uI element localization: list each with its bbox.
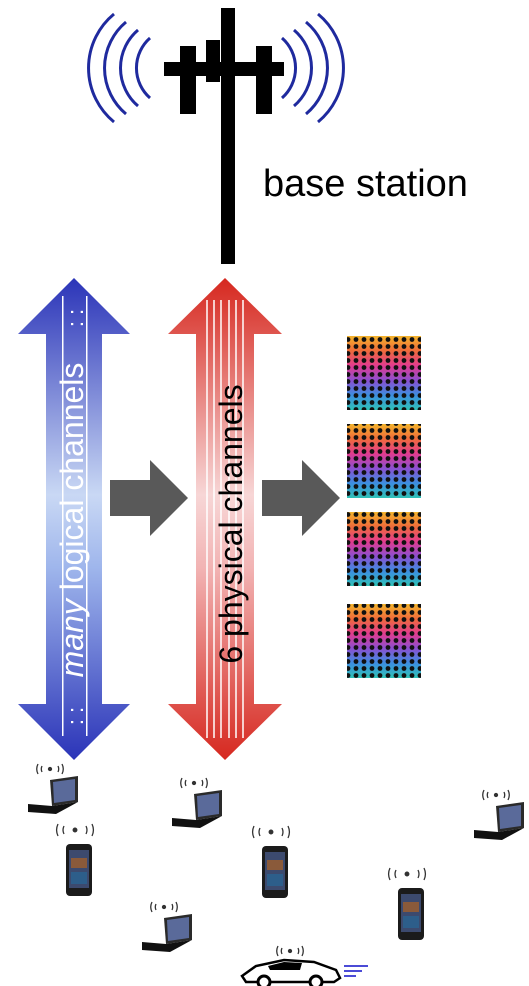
- wifi-signal-icon: [388, 867, 426, 881]
- physical-channel-lines: [206, 300, 244, 738]
- wifi-signal-icon: [180, 777, 208, 789]
- wireless-smartphone-icon: [388, 867, 426, 940]
- wireless-smartphone-icon: [252, 825, 290, 898]
- tower-antenna-left: [180, 46, 196, 114]
- resource-block-grid-icon: [347, 336, 421, 410]
- wireless-laptop-icon: [172, 777, 222, 828]
- wireless-car-icon: [240, 945, 368, 986]
- tower-antenna-right: [256, 46, 272, 114]
- logical-channels-arrow: : : : : many logical channels: [18, 278, 130, 760]
- logical-channel-divider: [62, 296, 64, 736]
- radio-waves-left-icon: [87, 12, 152, 124]
- logical-label-rest: logical channels: [54, 363, 90, 600]
- wireless-smartphone-icon: [56, 823, 94, 896]
- physical-channels-label: 6 physical channels: [213, 384, 249, 663]
- wireless-laptop-icon: [142, 901, 192, 952]
- wifi-signal-icon: [252, 825, 290, 839]
- resource-block-grid-icon: [347, 424, 421, 498]
- process-arrow-1: [110, 460, 188, 536]
- resource-grid-stack: [347, 336, 421, 678]
- wifi-signal-icon: [150, 901, 178, 913]
- logical-channels-label: many logical channels: [54, 363, 90, 678]
- logical-channel-divider: [86, 296, 88, 736]
- base-station-label: base station: [263, 163, 468, 205]
- wireless-laptop-icon: [474, 789, 524, 840]
- physical-channels-arrow: 6 physical channels: [168, 278, 282, 760]
- wifi-signal-icon: [56, 823, 94, 837]
- radio-waves-right-icon: [280, 12, 345, 124]
- wifi-signal-icon: [482, 789, 510, 801]
- ellipsis-bottom: : :: [63, 707, 88, 725]
- base-station-tower-icon: [87, 8, 345, 264]
- process-arrow-2: [262, 460, 340, 536]
- tower-antenna-mid: [206, 40, 220, 82]
- wifi-signal-icon: [276, 945, 304, 957]
- resource-block-grid-icon: [347, 512, 421, 586]
- motion-lines-icon: [344, 965, 368, 977]
- wireless-laptop-icon: [28, 763, 78, 814]
- wifi-signal-icon: [36, 763, 64, 775]
- tower-mast: [221, 8, 235, 264]
- resource-block-grid-icon: [347, 604, 421, 678]
- logical-label-emphasis: many: [54, 597, 90, 677]
- ellipsis-top: : :: [63, 309, 88, 327]
